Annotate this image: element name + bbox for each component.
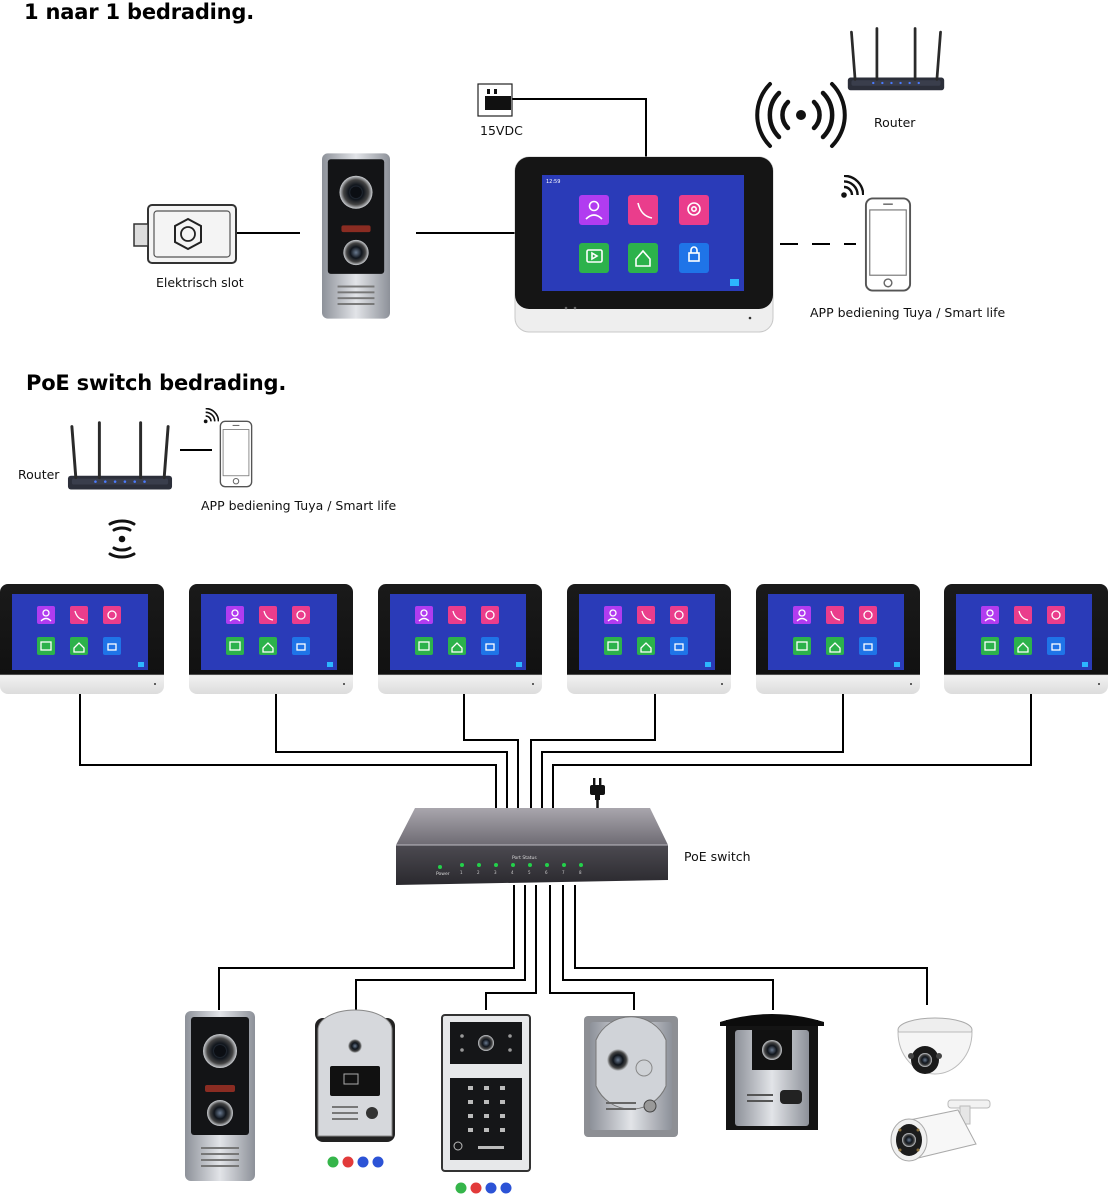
wifi-broadcast-poe [108, 519, 136, 559]
power-plug [590, 778, 605, 808]
monitor-5 [756, 584, 920, 694]
wifi-icon-poe [203, 408, 219, 424]
wifi-broadcast-top [755, 82, 847, 148]
router-top [846, 26, 946, 92]
monitor-3 [378, 584, 542, 694]
rfid-tags [327, 1156, 384, 1168]
svg-text:3: 3 [494, 870, 497, 875]
svg-text:4: 4 [511, 870, 514, 875]
router-label-top: Router [874, 115, 916, 130]
switch-port-numbers: 1 2 3 4 5 6 7 8 [460, 870, 582, 875]
psu-icon [477, 83, 513, 117]
ip-camera-bullet [890, 1099, 991, 1162]
poe-switch-label: PoE switch [684, 849, 751, 864]
smartphone-top [864, 197, 912, 292]
electric-lock [133, 204, 237, 264]
section2-heading: PoE switch bedrading. [26, 371, 287, 395]
upper-wires [79, 694, 1032, 808]
door-station-poe-5 [720, 1014, 824, 1130]
router-poe [66, 421, 174, 491]
router-label-poe: Router [18, 467, 60, 482]
app-label-top: APP bediening Tuya / Smart life [810, 305, 1006, 320]
door-station-poe-2 [315, 1009, 395, 1168]
monitor-4 [567, 584, 731, 694]
svg-text:6: 6 [545, 870, 548, 875]
svg-text:5: 5 [528, 870, 531, 875]
svg-text:2: 2 [477, 870, 480, 875]
section1-heading: 1 naar 1 bedrading. [24, 0, 255, 24]
wifi-icon-top [840, 175, 864, 199]
lower-wires [218, 885, 928, 1010]
monitor-row [0, 584, 1108, 694]
monitor-clock: 12:59 [546, 179, 560, 185]
monitor-1 [0, 584, 164, 694]
rfid-tags-2 [455, 1182, 512, 1194]
section1-wires [236, 98, 856, 245]
app-label-poe: APP bediening Tuya / Smart life [201, 498, 397, 513]
psu-label: 15VDC [480, 123, 523, 138]
monitor-2 [189, 584, 353, 694]
svg-text:7: 7 [562, 870, 565, 875]
monitor-6 [944, 584, 1108, 694]
switch-port-status-label: Port Status [512, 855, 537, 861]
svg-text:8: 8 [579, 870, 582, 875]
svg-text:1: 1 [460, 870, 463, 875]
main-monitor: 12:59 [514, 156, 774, 333]
ip-camera-dome [897, 1017, 973, 1075]
smartphone-poe [219, 420, 253, 488]
lock-label: Elektrisch slot [156, 275, 244, 290]
switch-power-label: Power [436, 871, 450, 877]
door-station-poe-4 [584, 1016, 678, 1137]
door-station-poe-3 [441, 1014, 531, 1194]
poe-switch: Power Port Status 1 2 3 4 5 6 7 8 [396, 808, 668, 885]
door-station-1to1 [322, 153, 390, 319]
door-station-poe-1 [185, 1011, 255, 1181]
